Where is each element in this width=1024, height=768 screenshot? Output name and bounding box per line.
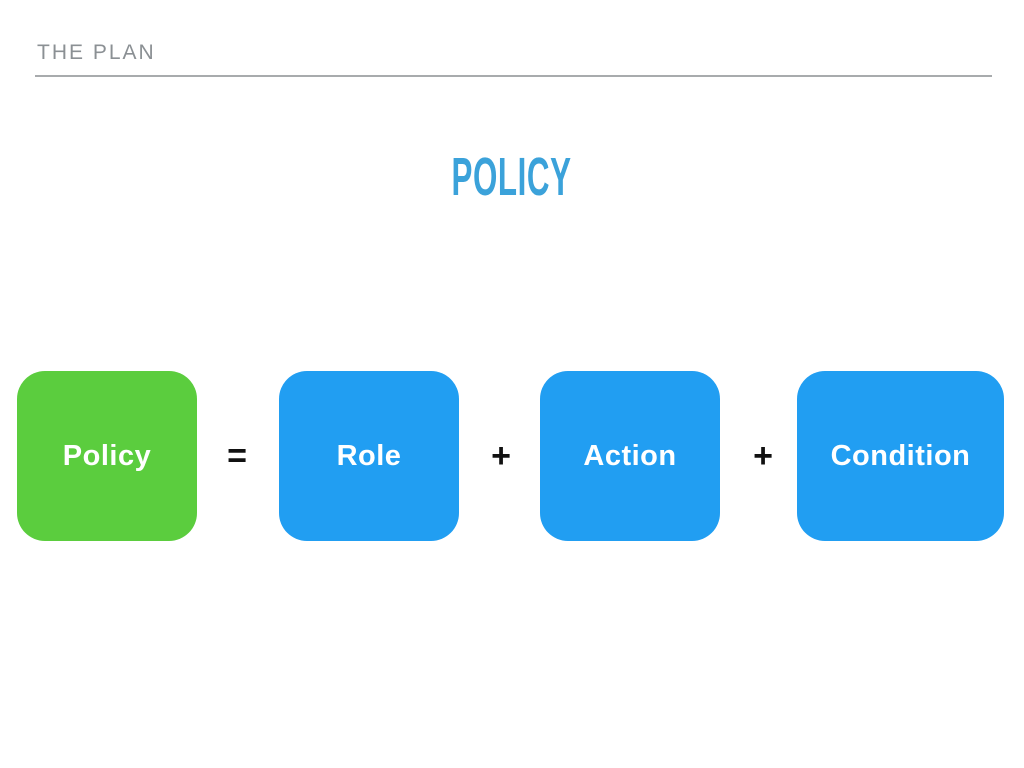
header-rule	[35, 75, 992, 77]
header-label: THE PLAN	[37, 41, 156, 64]
equals-operator: =	[227, 436, 247, 475]
action-box-label: Action	[583, 439, 677, 472]
plus-operator-1: +	[491, 436, 511, 475]
policy-box: Policy	[17, 371, 197, 541]
role-box: Role	[279, 371, 459, 541]
role-box-label: Role	[336, 439, 402, 472]
plus-operator-2: +	[753, 436, 773, 475]
slide-title: POLICY	[0, 147, 1024, 207]
action-box: Action	[540, 371, 720, 541]
condition-box-label: Condition	[830, 439, 971, 472]
slide-title-text: POLICY	[451, 147, 573, 207]
policy-box-label: Policy	[62, 439, 152, 472]
condition-box: Condition	[797, 371, 1004, 541]
